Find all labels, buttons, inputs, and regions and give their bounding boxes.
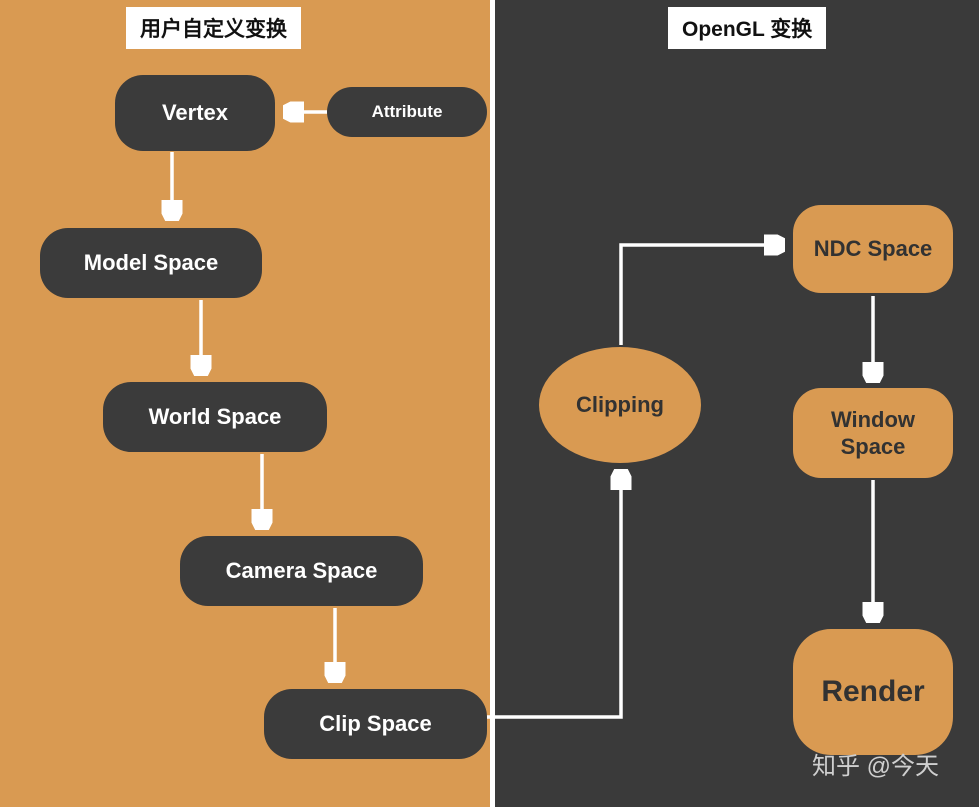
watermark-text: 知乎 @今天: [811, 753, 940, 780]
node-attribute: Attribute: [327, 87, 487, 137]
panel-divider: [490, 0, 495, 807]
node-render: Render: [793, 629, 953, 755]
node-clip-space: Clip Space: [264, 689, 487, 759]
left-panel-title: 用户自定义变换: [126, 7, 301, 49]
node-model-space: Model Space: [40, 228, 262, 298]
node-world-space: World Space: [103, 382, 327, 452]
right-panel-title: OpenGL 变换: [668, 7, 827, 49]
node-clipping: Clipping: [539, 347, 701, 463]
node-ndc-space: NDC Space: [793, 205, 953, 293]
node-camera-space: Camera Space: [180, 536, 423, 606]
node-vertex: Vertex: [115, 75, 275, 151]
node-window-space: Window Space: [793, 388, 953, 478]
